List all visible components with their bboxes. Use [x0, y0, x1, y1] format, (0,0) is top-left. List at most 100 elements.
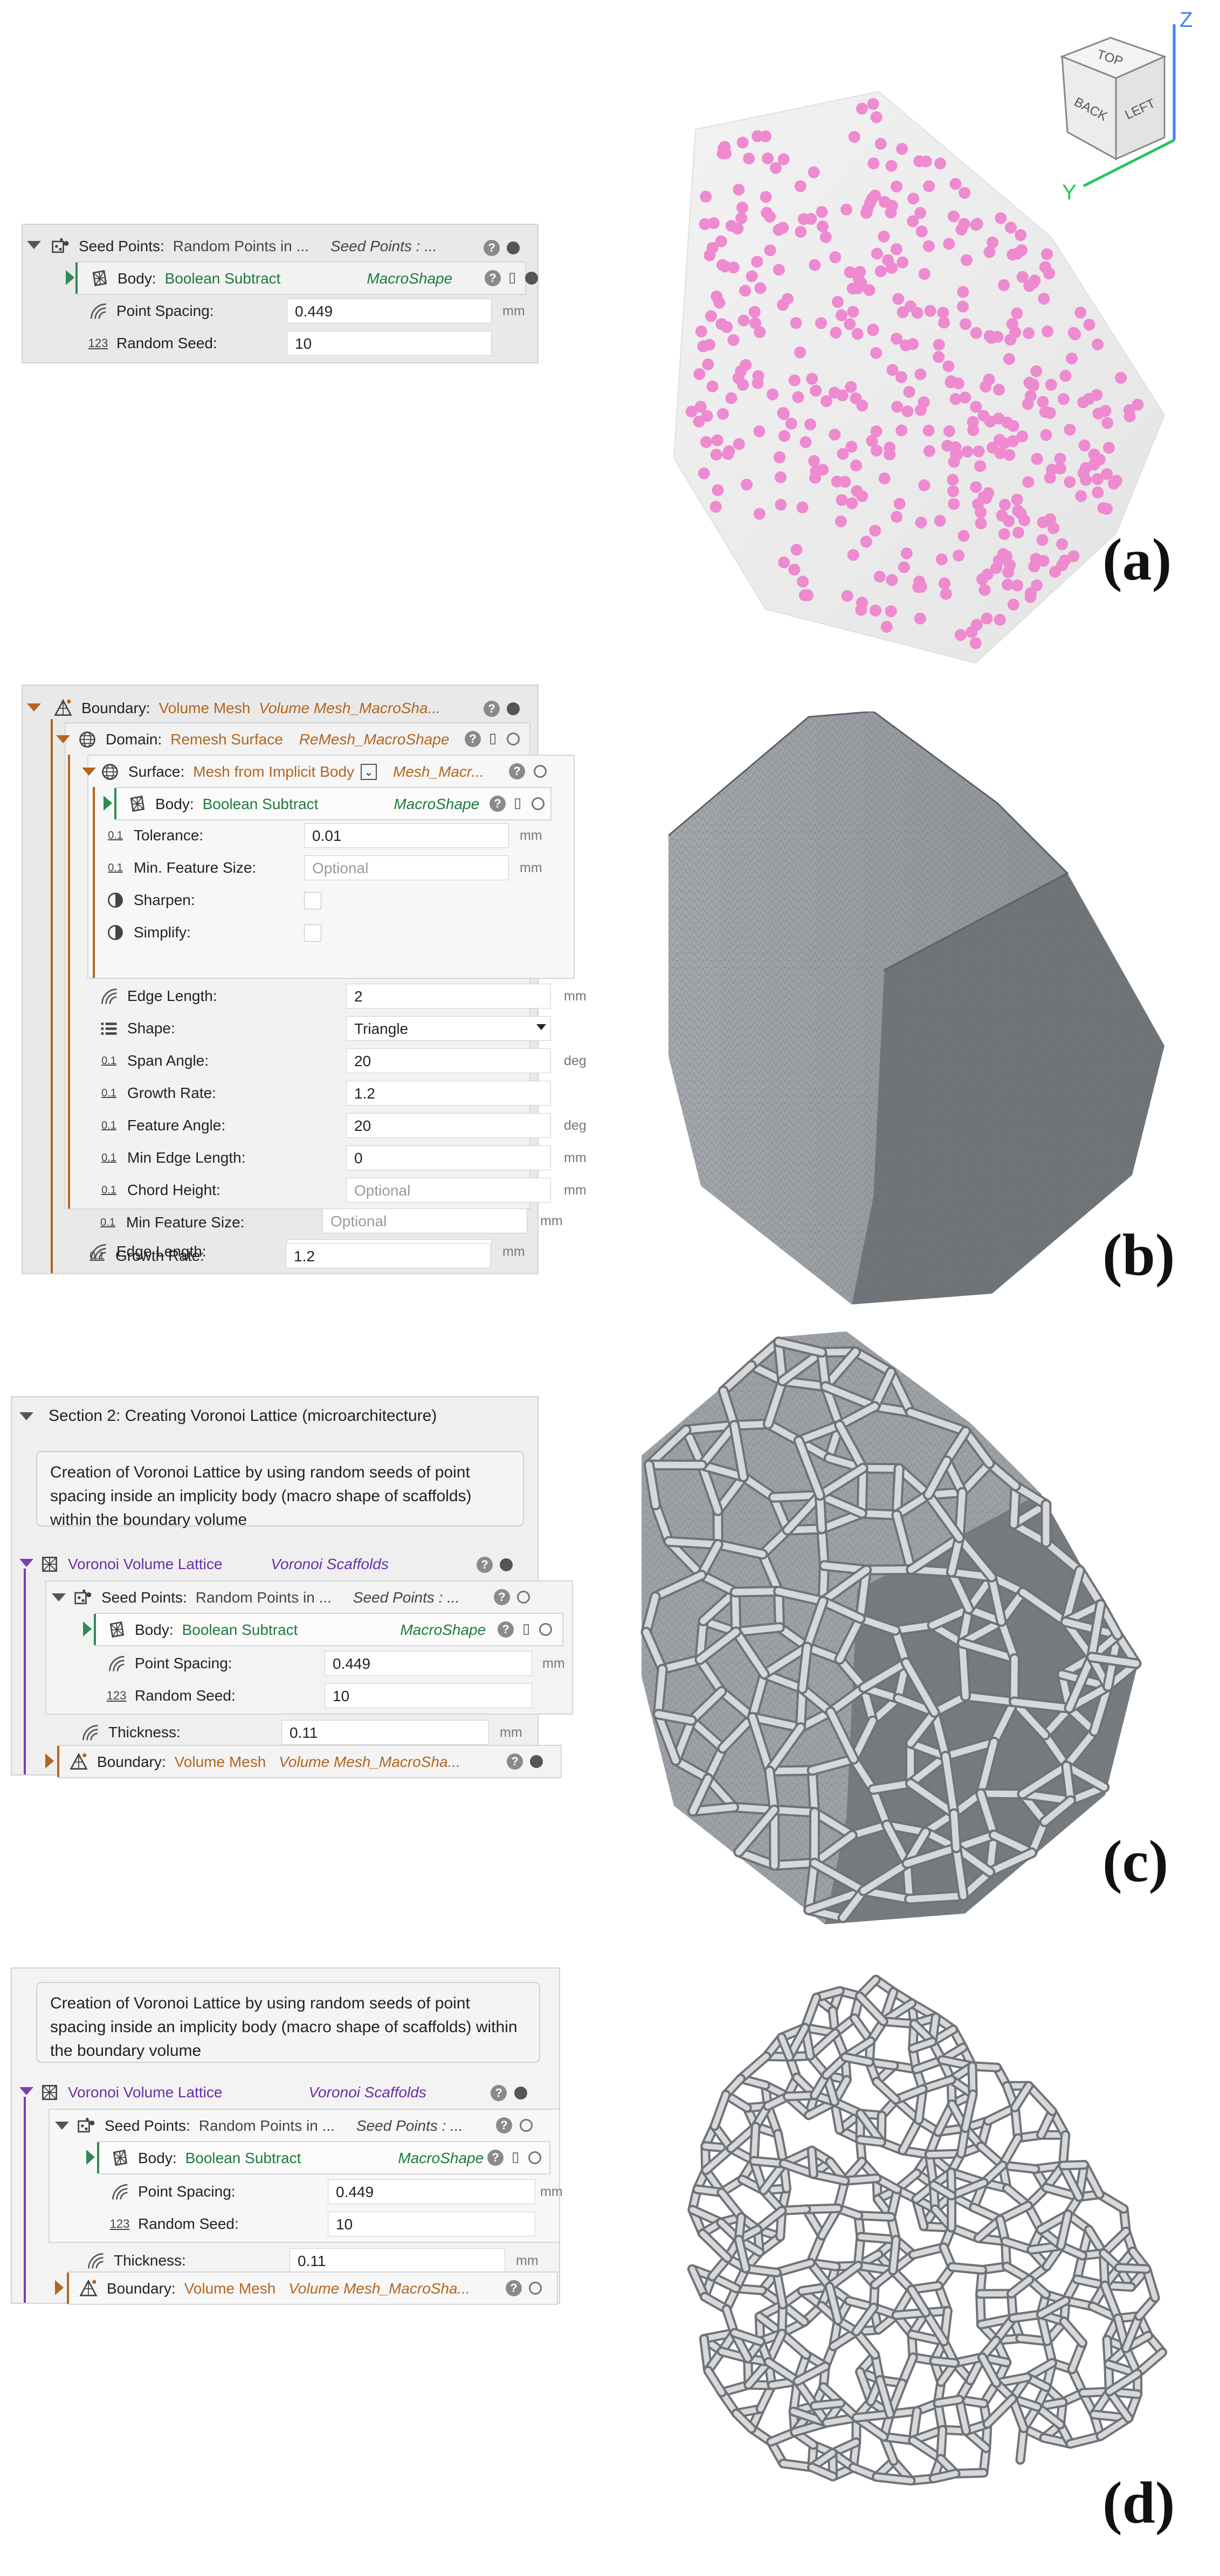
seed-points-value[interactable]: Random Points in ... — [195, 1589, 332, 1606]
expand-arrow-icon[interactable] — [55, 2280, 64, 2295]
span-angle-input[interactable]: 20 — [346, 1048, 551, 1073]
growth-rate-inner-input[interactable]: 1.2 — [346, 1081, 551, 1106]
shape-select[interactable]: Triangle — [346, 1016, 551, 1041]
seed-points-row[interactable]: Seed Points: Random Points in ... Seed P… — [50, 230, 437, 263]
random-seed-input[interactable]: 10 — [328, 2212, 535, 2236]
output-dot-icon[interactable] — [507, 241, 520, 254]
help-icon[interactable]: ? — [487, 2150, 504, 2166]
seed-points-row[interactable]: Seed Points: Random Points in ... Seed P… — [75, 2110, 463, 2142]
expand-arrow-icon[interactable] — [66, 270, 74, 285]
output-dot-icon[interactable] — [532, 797, 544, 810]
domain-row[interactable]: Domain: Remesh Surface ReMesh_MacroShape — [77, 723, 449, 756]
help-icon[interactable]: ? — [496, 2117, 512, 2133]
collapse-arrow-icon[interactable] — [55, 2122, 69, 2130]
boundary-value[interactable]: Volume Mesh — [158, 700, 251, 716]
point-spacing-input[interactable]: 0.449 — [287, 299, 492, 323]
seed-points-value[interactable]: Random Points in ... — [198, 2117, 335, 2134]
help-icon[interactable]: ? — [484, 240, 500, 256]
help-icon[interactable]: ? — [485, 270, 501, 286]
comment-icon[interactable]: ▯ — [508, 269, 516, 285]
growth-rate-input[interactable]: 1.2 — [286, 1244, 491, 1268]
help-icon[interactable]: ? — [498, 1621, 514, 1638]
feature-angle-input[interactable]: 20 — [346, 1113, 551, 1138]
output-dot-icon[interactable] — [528, 2151, 541, 2164]
collapse-arrow-icon[interactable] — [27, 703, 41, 712]
seed-points-value[interactable]: Random Points in ... — [173, 238, 309, 254]
boundary-row[interactable]: Boundary: Volume Mesh Volume Mesh_MacroS… — [78, 2273, 470, 2305]
expand-arrow-icon[interactable] — [45, 1753, 54, 1769]
comment-icon[interactable]: ▯ — [513, 795, 522, 811]
output-dot-icon[interactable] — [507, 702, 520, 715]
boundary-value[interactable]: Volume Mesh — [184, 2280, 276, 2297]
random-seed-input[interactable]: 10 — [325, 1683, 532, 1708]
output-dot-icon[interactable] — [520, 2119, 533, 2132]
output-dot-icon[interactable] — [534, 765, 547, 778]
output-dot-icon[interactable] — [517, 1591, 530, 1604]
section-title[interactable]: Section 2: Creating Voronoi Lattice (mic… — [49, 1407, 437, 1425]
boundary-row[interactable]: Boundary: Volume Mesh Volume Mesh_MacroS… — [52, 692, 440, 724]
help-icon[interactable]: ? — [477, 1557, 493, 1573]
comment-icon[interactable]: ▯ — [511, 2149, 520, 2165]
output-dot-icon[interactable] — [514, 2087, 527, 2100]
lattice-row[interactable]: Voronoi Volume Lattice Voronoi Scaffolds — [39, 2076, 426, 2109]
edge-length-inner-input[interactable]: 2 — [346, 984, 551, 1009]
expand-arrow-icon[interactable] — [104, 796, 112, 811]
body-row[interactable]: Body: Boolean Subtract MacroShape — [88, 263, 452, 295]
expand-arrow-icon[interactable] — [83, 1621, 92, 1636]
body-value[interactable]: Boolean Subtract — [185, 2150, 301, 2166]
help-icon[interactable]: ? — [465, 731, 481, 747]
expand-arrow-icon[interactable] — [86, 2150, 95, 2165]
comment-icon[interactable]: ▯ — [522, 1620, 530, 1636]
output-dot-icon[interactable] — [539, 1623, 552, 1636]
chevron-down-icon[interactable]: ⌄ — [361, 764, 377, 780]
help-icon[interactable]: ? — [506, 2280, 522, 2296]
collapse-arrow-icon[interactable] — [19, 1559, 33, 1567]
chevron-down-icon[interactable] — [536, 1024, 546, 1030]
output-dot-icon[interactable] — [530, 1755, 543, 1768]
comment-icon[interactable]: ▯ — [488, 730, 497, 746]
point-spacing-input[interactable]: 0.449 — [328, 2179, 535, 2204]
min-edge-length-input[interactable]: 0 — [346, 1145, 551, 1170]
help-icon[interactable]: ? — [491, 2085, 507, 2101]
surface-value[interactable]: Mesh from Implicit Body — [193, 763, 355, 780]
sharpen-checkbox[interactable] — [304, 892, 321, 909]
seed-points-row[interactable]: Seed Points: Random Points in ... Seed P… — [72, 1581, 460, 1614]
collapse-arrow-icon[interactable] — [82, 768, 96, 776]
point-spacing-input[interactable]: 0.449 — [325, 1651, 532, 1676]
boundary-row[interactable]: Boundary: Volume Mesh Volume Mesh_MacroS… — [68, 1746, 460, 1778]
body-row[interactable]: Body: Boolean Subtract MacroShape — [126, 788, 479, 820]
output-dot-icon[interactable] — [500, 1558, 513, 1571]
body-value[interactable]: Boolean Subtract — [164, 270, 281, 287]
domain-value[interactable]: Remesh Surface — [170, 731, 283, 748]
view-cube[interactable]: TOP BACK LEFT Z Y — [1040, 8, 1213, 202]
body-row[interactable]: Body: Boolean Subtract MacroShape — [109, 2142, 484, 2174]
simplify-checkbox[interactable] — [304, 924, 321, 942]
output-dot-icon[interactable] — [529, 2282, 542, 2295]
collapse-arrow-icon[interactable] — [19, 1412, 33, 1420]
min-feature-size-input[interactable]: Optional — [304, 855, 509, 880]
collapse-arrow-icon[interactable] — [52, 1593, 66, 1601]
boundary-value[interactable]: Volume Mesh — [174, 1753, 266, 1770]
body-value[interactable]: Boolean Subtract — [202, 796, 319, 812]
min-feature-size-outer-input[interactable]: Optional — [322, 1208, 527, 1233]
help-icon[interactable]: ? — [507, 1753, 523, 1770]
collapse-arrow-icon[interactable] — [56, 735, 70, 743]
help-icon[interactable]: ? — [494, 1589, 510, 1605]
output-dot-icon[interactable] — [507, 733, 520, 745]
tolerance-input[interactable]: 0.01 — [304, 823, 509, 848]
lattice-row[interactable]: Voronoi Volume Lattice Voronoi Scaffolds — [39, 1548, 389, 1580]
thickness-input[interactable]: 0.11 — [281, 1720, 489, 1745]
random-seed-input[interactable]: 10 — [287, 331, 492, 356]
lattice-label[interactable]: Voronoi Volume Lattice — [68, 2084, 223, 2101]
help-icon[interactable]: ? — [509, 763, 525, 779]
lattice-label[interactable]: Voronoi Volume Lattice — [68, 1556, 223, 1572]
output-dot-icon[interactable] — [525, 272, 538, 285]
body-value[interactable]: Boolean Subtract — [182, 1621, 298, 1638]
body-row[interactable]: Body: Boolean Subtract MacroShape — [106, 1614, 486, 1646]
collapse-arrow-icon[interactable] — [19, 2087, 33, 2095]
thickness-input[interactable]: 0.11 — [290, 2248, 505, 2273]
surface-row[interactable]: Surface: Mesh from Implicit Body ⌄ Mesh_… — [99, 756, 484, 788]
help-icon[interactable]: ? — [490, 796, 506, 812]
help-icon[interactable]: ? — [484, 701, 500, 717]
collapse-arrow-icon[interactable] — [27, 241, 41, 249]
